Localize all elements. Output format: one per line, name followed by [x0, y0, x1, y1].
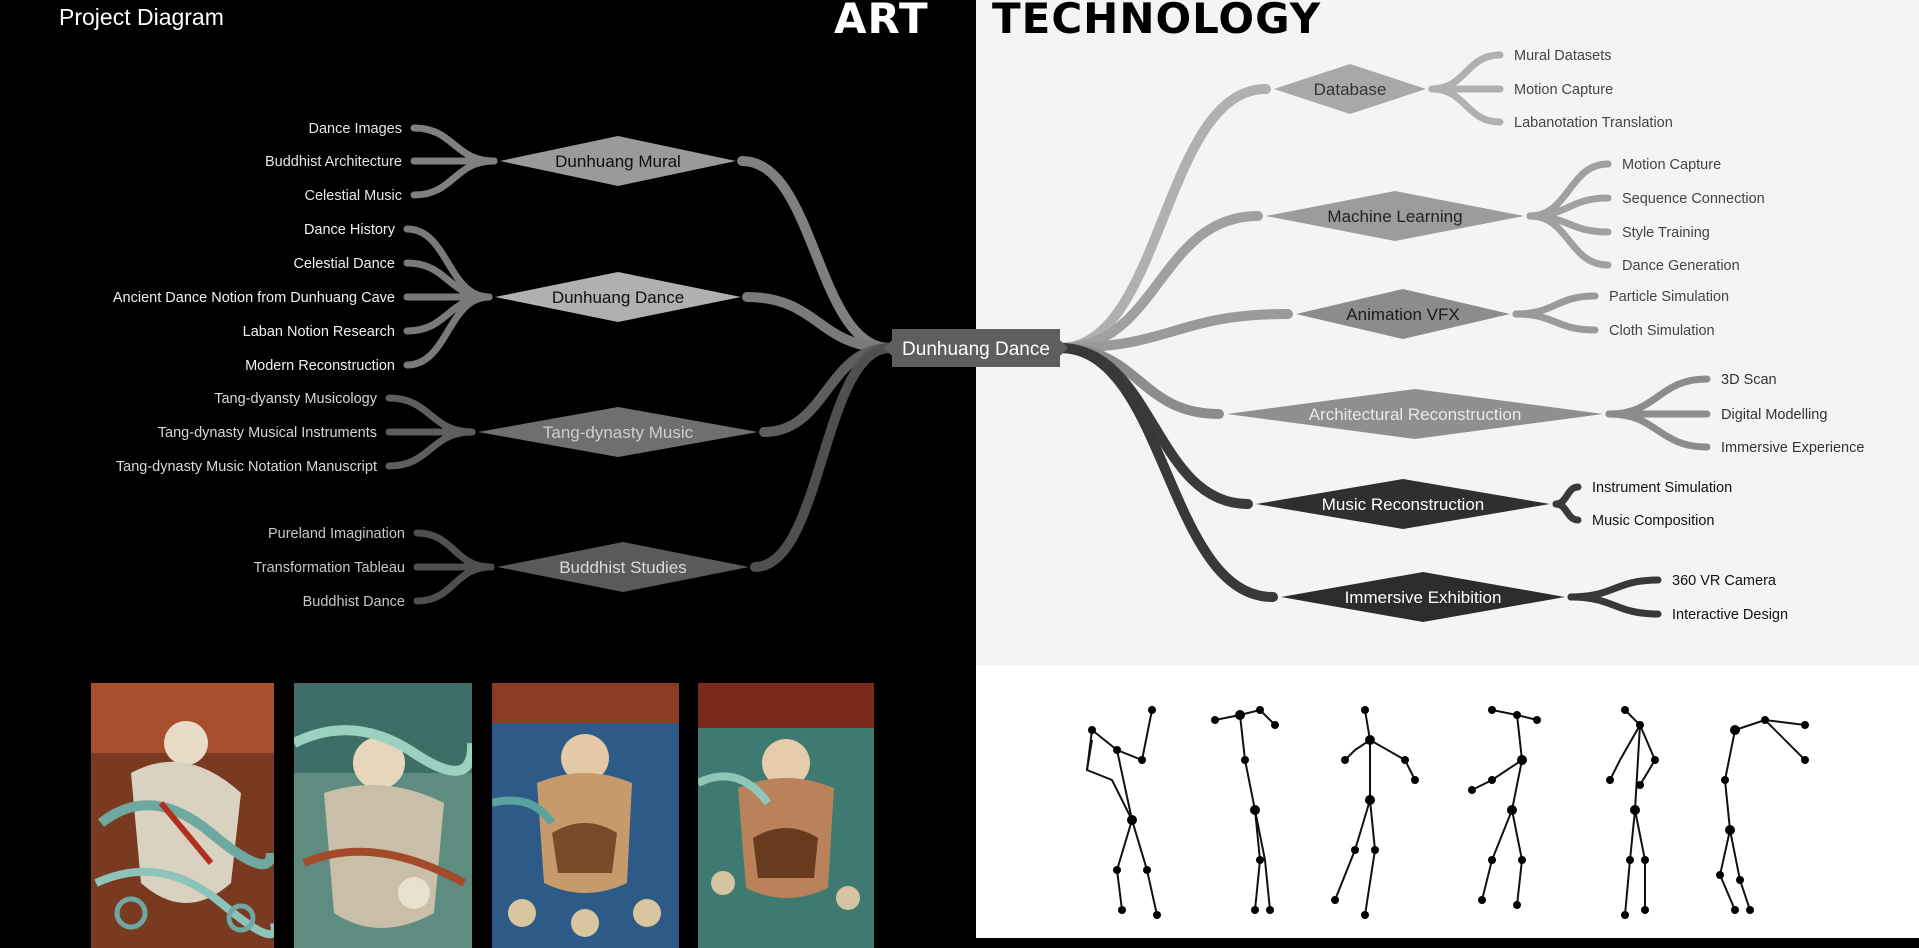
- link-animation-vfx-leaf-2: [1512, 310, 1599, 334]
- pose-skeleton-5: [1606, 706, 1659, 919]
- leaf-architectural-reconstruction-2: Digital Modelling: [1721, 407, 1827, 423]
- leaf-tang-dynasty-music-2: Tang-dynasty Musical Instruments: [158, 425, 377, 441]
- leaf-animation-vfx-1: Particle Simulation: [1609, 289, 1729, 305]
- link-architectural-reconstruction-leaf-3: [1605, 410, 1711, 451]
- leaf-dunhuang-mural-3: Celestial Music: [305, 188, 403, 204]
- link-database-leaf-3: [1428, 85, 1504, 126]
- mural-image-4: [698, 683, 874, 948]
- leaf-architectural-reconstruction-3: Immersive Experience: [1721, 440, 1864, 456]
- link-database: [1055, 84, 1271, 353]
- center-node-label: Dunhuang Dance: [902, 339, 1050, 360]
- link-machine-learning-leaf-4: [1526, 212, 1612, 269]
- mural-image-2: [294, 683, 472, 948]
- leaf-machine-learning-1: Motion Capture: [1622, 157, 1721, 173]
- node-immersive-exhibition: [1281, 572, 1565, 622]
- node-dunhuang-mural: [500, 136, 736, 186]
- link-buddhist-studies-leaf-3: [413, 563, 495, 605]
- leaf-architectural-reconstruction-1: 3D Scan: [1721, 372, 1777, 388]
- leaf-buddhist-studies-1: Pureland Imagination: [268, 526, 405, 542]
- node-music-reconstruction-label: Music Reconstruction: [1322, 495, 1485, 514]
- page-title: Project Diagram: [59, 4, 224, 30]
- leaf-machine-learning-3: Style Training: [1622, 225, 1710, 241]
- link-buddhist-studies-leaf-1: [413, 529, 495, 571]
- node-buddhist-studies: [497, 542, 749, 592]
- leaf-machine-learning-4: Dance Generation: [1622, 258, 1740, 274]
- leaf-buddhist-studies-2: Transformation Tableau: [253, 560, 405, 576]
- leaf-machine-learning-2: Sequence Connection: [1622, 191, 1765, 207]
- link-dunhuang-mural-leaf-1: [410, 124, 498, 165]
- node-database-label: Database: [1314, 80, 1387, 99]
- link-immersive-exhibition: [1055, 343, 1278, 602]
- leaf-immersive-exhibition-2: Interactive Design: [1672, 607, 1788, 623]
- leaf-music-reconstruction-1: Instrument Simulation: [1592, 480, 1732, 496]
- link-dunhuang-mural-leaf-3: [410, 157, 498, 199]
- center-node-left-tip: [884, 340, 892, 356]
- art-heading: ART: [834, 0, 929, 43]
- link-buddhist-studies: [750, 343, 895, 572]
- node-buddhist-studies-label: Buddhist Studies: [559, 558, 687, 577]
- link-dunhuang-dance-leaf-5: [403, 293, 493, 369]
- leaf-dunhuang-dance-3: Ancient Dance Notion from Dunhuang Cave: [113, 290, 395, 306]
- link-tang-dynasty-music-leaf-3: [385, 428, 476, 470]
- link-machine-learning: [1055, 211, 1263, 353]
- node-dunhuang-mural-label: Dunhuang Mural: [555, 152, 681, 171]
- leaf-tang-dynasty-music-3: Tang-dynasty Music Notation Manuscript: [116, 459, 377, 475]
- center-node-right-tip: [1060, 340, 1068, 356]
- center-node: [892, 329, 1060, 367]
- node-dunhuang-dance-label: Dunhuang Dance: [552, 288, 684, 307]
- link-animation-vfx: [1055, 309, 1293, 353]
- leaf-database-1: Mural Datasets: [1514, 48, 1612, 64]
- link-tang-dynasty-music-leaf-1: [385, 394, 476, 436]
- leaf-music-reconstruction-2: Music Composition: [1592, 513, 1715, 529]
- node-music-reconstruction: [1256, 479, 1550, 529]
- mural-image-3: [492, 683, 679, 948]
- link-music-reconstruction-leaf-2: [1552, 500, 1582, 524]
- node-animation-vfx-label: Animation VFX: [1346, 305, 1459, 324]
- leaf-database-2: Motion Capture: [1514, 82, 1613, 98]
- technology-photo-background: [976, 665, 1919, 938]
- pose-skeleton-4: [1468, 706, 1541, 909]
- link-music-reconstruction: [1055, 343, 1253, 509]
- leaf-dunhuang-dance-4: Laban Notion Research: [243, 324, 395, 340]
- node-architectural-reconstruction-label: Architectural Reconstruction: [1309, 405, 1522, 424]
- leaf-animation-vfx-2: Cloth Simulation: [1609, 323, 1715, 339]
- link-database-leaf-1: [1428, 51, 1504, 93]
- link-architectural-reconstruction-leaf-1: [1605, 375, 1711, 418]
- node-tang-dynasty-music-label: Tang-dynasty Music: [543, 423, 694, 442]
- leaf-dunhuang-dance-2: Celestial Dance: [293, 256, 395, 272]
- node-machine-learning-label: Machine Learning: [1327, 207, 1462, 226]
- pose-skeleton-2: [1211, 706, 1279, 914]
- leaf-immersive-exhibition-1: 360 VR Camera: [1672, 573, 1777, 589]
- leaf-tang-dynasty-music-1: Tang-dyansty Musicology: [214, 391, 378, 407]
- node-immersive-exhibition-label: Immersive Exhibition: [1345, 588, 1502, 607]
- node-architectural-reconstruction: [1227, 389, 1603, 439]
- node-animation-vfx: [1296, 289, 1510, 339]
- link-immersive-exhibition-leaf-2: [1567, 593, 1662, 618]
- pose-skeleton-6: [1716, 716, 1809, 914]
- node-machine-learning: [1266, 191, 1524, 241]
- node-tang-dynasty-music: [478, 407, 758, 457]
- technology-heading: TECHNOLOGY: [992, 0, 1322, 43]
- mural-image-1: [91, 683, 274, 948]
- leaf-dunhuang-mural-2: Buddhist Architecture: [265, 154, 402, 170]
- pose-skeleton-1: [1085, 706, 1161, 919]
- leaf-buddhist-studies-3: Buddhist Dance: [303, 594, 405, 610]
- node-database: [1274, 64, 1426, 114]
- pose-skeleton-3: [1331, 706, 1419, 919]
- leaf-database-3: Labanotation Translation: [1514, 115, 1673, 131]
- link-dunhuang-mural: [737, 156, 895, 353]
- leaf-dunhuang-dance-5: Modern Reconstruction: [245, 358, 395, 374]
- leaf-dunhuang-mural-1: Dance Images: [309, 121, 403, 137]
- node-dunhuang-dance: [495, 272, 741, 322]
- link-dunhuang-dance: [742, 292, 895, 353]
- leaf-dunhuang-dance-1: Dance History: [304, 222, 396, 238]
